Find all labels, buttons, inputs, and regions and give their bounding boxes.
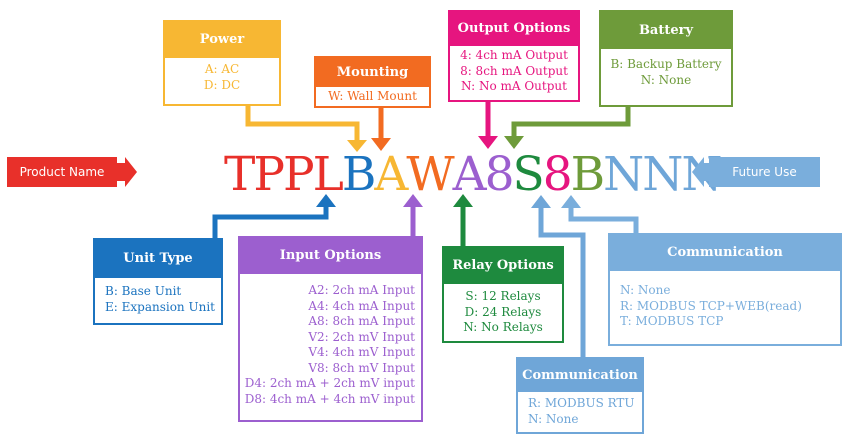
output-arrow xyxy=(478,136,498,149)
product-code-char: P xyxy=(253,147,285,202)
battery-option: B: Backup Battery xyxy=(610,57,722,71)
power-arrow xyxy=(347,140,367,152)
communication-2-title: Communication xyxy=(610,235,840,271)
output-options-option: N: No mA Output xyxy=(461,79,567,93)
product-code-char: A xyxy=(374,147,408,202)
relay-options-option: D: 24 Relays xyxy=(464,304,542,319)
mounting-box: Mounting W: Wall Mount xyxy=(314,56,431,108)
future-use-text: Future Use xyxy=(732,165,797,179)
output-options-title: Output Options xyxy=(450,12,578,46)
input-options-option: V8: 8ch mV Input xyxy=(308,360,415,375)
mounting-options: W: Wall Mount xyxy=(316,87,429,109)
input-options-option: V4: 4ch mV Input xyxy=(308,345,415,359)
future-use-label: Future Use xyxy=(709,157,820,187)
communication-1-title: Communication xyxy=(518,359,642,392)
output-options-option: 4: 4ch mA Output xyxy=(460,48,568,62)
input-options-option: D4: 2ch mA + 2ch mV input xyxy=(244,376,415,390)
relay-arrow xyxy=(453,194,473,207)
battery-connector xyxy=(511,107,631,138)
input-options-option: A2: 2ch mA Input xyxy=(308,283,415,297)
input-arrow xyxy=(403,194,423,207)
communication-2-option: R: MODBUS TCP+WEB(read) xyxy=(620,298,802,313)
unit-type-title: Unit Type xyxy=(95,240,221,278)
comm2-arrow xyxy=(561,195,581,208)
unit-type-arrow xyxy=(316,194,336,207)
product-code: TPPLBAWA8S8BNNN xyxy=(0,145,851,205)
unit-type-option: E: Expansion Unit xyxy=(105,299,215,314)
comm2-connector xyxy=(568,207,639,233)
product-code-char: B xyxy=(341,147,377,202)
product-code-char: N xyxy=(603,147,644,202)
input-options-option: A8: 8ch mA Input xyxy=(308,314,415,328)
power-option: A: AC xyxy=(204,62,240,76)
battery-option: N: None xyxy=(640,72,692,87)
battery-title: Battery xyxy=(601,12,731,49)
product-code-char: S xyxy=(512,147,545,202)
product-code-char: A xyxy=(452,147,487,202)
communication-2-option: T: MODBUS TCP xyxy=(620,314,724,328)
comm1-connector xyxy=(538,207,586,357)
input-options-option: D8: 4ch mA + 4ch mV input xyxy=(244,391,415,406)
unit-type-connector xyxy=(212,205,329,238)
product-code-char: T xyxy=(224,147,255,202)
mounting-title: Mounting xyxy=(316,58,429,87)
relay-options-title: Relay Options xyxy=(444,248,562,284)
input-options-option: V2: 2ch mV Input xyxy=(308,329,415,344)
product-code-char: 8 xyxy=(484,147,515,202)
product-code-char: P xyxy=(282,147,315,202)
future-use-arrow-icon xyxy=(692,157,712,187)
communication-1-option: R: MODBUS RTU xyxy=(528,396,635,410)
output-options-option: 8: 8ch mA Output xyxy=(460,63,568,78)
input-options-option: A4: 4ch mA Input xyxy=(308,298,415,313)
product-code-char: B xyxy=(570,147,606,202)
product-name-arrow-icon xyxy=(117,157,137,187)
power-option: D: DC xyxy=(203,77,241,92)
power-title: Power xyxy=(165,22,279,58)
product-name-text: Product Name xyxy=(19,165,105,179)
communication-1-option: N: None xyxy=(528,411,579,426)
product-code-char: W xyxy=(406,147,454,202)
relay-options-option: S: 12 Relays xyxy=(465,289,541,303)
unit-type-option: B: Base Unit xyxy=(105,284,182,298)
power-connector xyxy=(245,106,360,140)
relay-options-option: N: No Relays xyxy=(463,320,543,334)
comm1-arrow xyxy=(531,195,551,208)
mounting-option: W: Wall Mount xyxy=(328,89,417,103)
battery-arrow xyxy=(504,136,524,149)
communication-2-option: N: None xyxy=(620,283,671,297)
product-code-char: N xyxy=(642,147,683,202)
mounting-arrow xyxy=(371,138,391,151)
input-options-title: Input Options xyxy=(240,238,421,274)
product-code-char: L xyxy=(312,147,344,202)
product-name-label: Product Name xyxy=(7,157,117,187)
product-code-char: 8 xyxy=(542,147,573,202)
